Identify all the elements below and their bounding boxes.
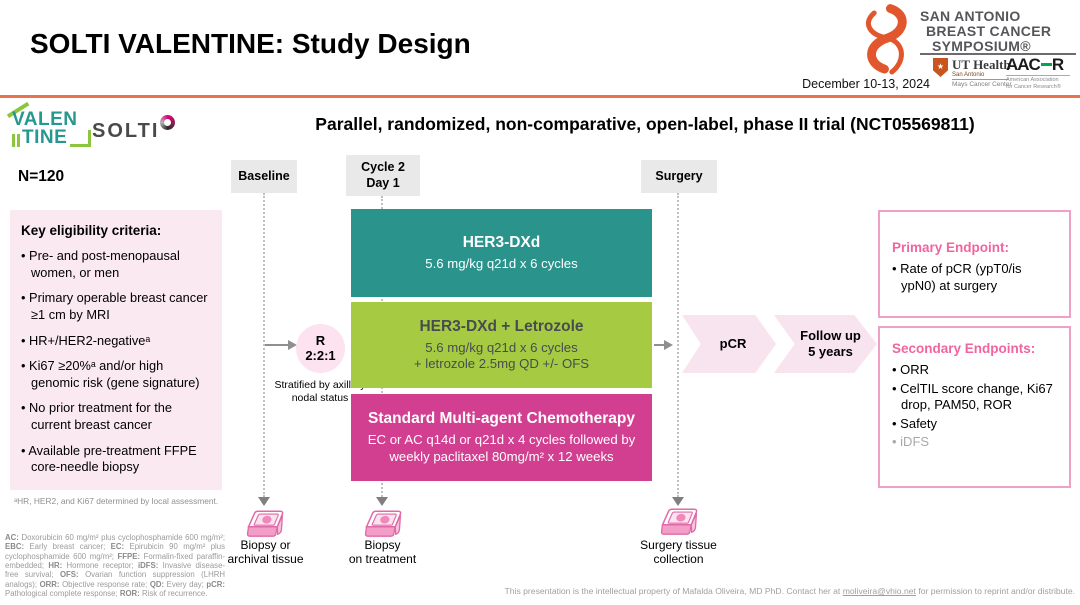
local-assessment-footnote: ᵃHR, HER2, and Ki67 determined by local …	[14, 496, 219, 506]
followup-label: Follow up 5 years	[800, 328, 861, 359]
aacr-green-bar-icon	[1040, 62, 1052, 67]
eligibility-item: Pre- and post-menopausal women, or men	[21, 248, 211, 281]
aacr-sub2: for Cancer Research®	[1006, 83, 1061, 90]
arm-chemotherapy: Standard Multi-agent Chemotherapy EC or …	[351, 394, 652, 481]
eligibility-list: Pre- and post-menopausal women, or men P…	[21, 248, 211, 476]
secondary-endpoints-box: Secondary Endpoints: ORR CelTIL score ch…	[878, 326, 1071, 488]
pcr-chevron: pCR	[682, 315, 776, 373]
abbreviations: AC: Doxorubicin 60 mg/m² plus cyclophosp…	[5, 533, 226, 599]
pcr-arrow-icon	[664, 340, 673, 350]
surgery-timeline-line	[677, 193, 679, 497]
timepoint-cycle2-day1: Cycle 2 Day 1	[346, 155, 420, 196]
randomization-r: R	[315, 332, 326, 348]
ut-health-sub1: San Antonio	[952, 71, 1008, 80]
timepoint-baseline: Baseline	[231, 160, 297, 193]
randomization-ratio: 2:2:1	[305, 347, 336, 363]
secondary-endpoints-title: Secondary Endpoints:	[892, 341, 1036, 356]
arrow-down-icon	[672, 497, 684, 506]
timepoint-surgery: Surgery	[641, 160, 717, 193]
pcr-label: pCR	[719, 336, 747, 352]
eligibility-item: Primary operable breast cancer ≥1 cm by …	[21, 290, 211, 323]
sabcs-line2: BREAST CANCER	[926, 22, 1052, 39]
eligibility-item: No prior treatment for the current breas…	[21, 400, 211, 433]
secondary-endpoints-list: ORR CelTIL score change, Ki67 drop, PAM5…	[892, 362, 1057, 451]
solti-wordmark: SOLTI	[92, 120, 160, 142]
biopsy-on-treatment-label: Biopsy on treatment	[348, 538, 417, 567]
attribution-text: for permission to reprint and/or distrib…	[915, 586, 1075, 596]
tissue-cassette-icon	[656, 505, 702, 537]
aacr-aac: AAC	[1006, 55, 1041, 74]
shield-icon: ★	[933, 58, 948, 77]
valentine-bar-icon	[17, 134, 20, 147]
primary-endpoint-title: Primary Endpoint:	[892, 240, 1010, 255]
event-date: December 10-13, 2024	[802, 77, 930, 91]
arm-title: HER3-DXd	[462, 233, 541, 251]
arm-dose: 5.6 mg/kg q21d x 6 cycles + letrozole 2.…	[413, 339, 590, 372]
valentine-bar-icon	[12, 134, 15, 147]
primary-endpoint-box: Primary Endpoint: Rate of pCR (ypT0/is y…	[878, 210, 1071, 318]
secondary-endpoint-item: iDFS	[892, 434, 1057, 451]
contact-email-link[interactable]: moliveira@vhio.net	[842, 586, 916, 596]
eligibility-item: Available pre-treatment FFPE core-needle…	[21, 443, 211, 476]
eligibility-box: Key eligibility criteria: Pre- and post-…	[10, 210, 222, 490]
stratification-note: Stratified by axillary nodal status	[274, 379, 366, 405]
arm-title: Standard Multi-agent Chemotherapy	[368, 410, 635, 427]
arm-her3-dxd-letrozole: HER3-DXd + Letrozole 5.6 mg/kg q21d x 6 …	[351, 302, 652, 388]
attribution-text: This presentation is the intellectual pr…	[504, 586, 843, 596]
valentine-bracket-icon	[70, 130, 92, 147]
arm-her3-dxd: HER3-DXd 5.6 mg/kg q21d x 6 cycles	[351, 209, 652, 297]
eligibility-item: Ki67 ≥20%ᵃ and/or high genomic risk (gen…	[21, 358, 211, 391]
ut-health-name: UT Health	[952, 57, 1011, 72]
aacr-wordmark: AAC R	[1006, 56, 1070, 73]
tissue-cassette-icon	[242, 507, 288, 539]
solti-logo: SOLTI	[92, 115, 176, 143]
arrow-down-icon	[258, 497, 270, 506]
followup-chevron: Follow up 5 years	[774, 315, 877, 373]
sabcs-logo: SAN ANTONIO BREAST CANCER SYMPOSIUM®	[920, 9, 1051, 54]
sabcs-line3: SYMPOSIUM®	[932, 37, 1031, 54]
sabcs-ribbon-icon	[865, 4, 907, 75]
valentine-tine: TINE	[22, 127, 68, 148]
solti-circle-icon	[160, 115, 176, 130]
surgery-tissue-label: Surgery tissue collection	[640, 538, 717, 567]
divider	[920, 53, 1076, 55]
biopsy-archival-label: Biopsy or archival tissue	[227, 538, 304, 567]
attribution: This presentation is the intellectual pr…	[505, 586, 1075, 596]
randomization-connector-line	[265, 344, 289, 346]
randomization-circle: R 2:2:1	[296, 324, 345, 373]
sabcs-line1: SAN ANTONIO	[920, 8, 1021, 24]
header-divider	[0, 95, 1080, 98]
arrow-down-icon	[376, 497, 388, 506]
trial-subtitle: Parallel, randomized, non-comparative, o…	[315, 114, 975, 134]
aacr-sub1: American Association	[1006, 75, 1070, 84]
ut-health-sub2: Mays Cancer Center	[952, 81, 1012, 88]
randomization-arrow-icon	[288, 340, 297, 350]
eligibility-title: Key eligibility criteria:	[21, 223, 162, 238]
valentine-logo-line1: VALEN	[12, 109, 78, 130]
sample-size: N=120	[18, 168, 65, 185]
arm-dose: 5.6 mg/kg q21d x 6 cycles	[425, 255, 578, 271]
eligibility-item: HR+/HER2-negativeᵃ	[21, 333, 211, 350]
secondary-endpoint-item: ORR	[892, 362, 1057, 379]
pcr-connector-line	[654, 344, 666, 346]
baseline-timeline-line	[263, 193, 265, 497]
secondary-endpoint-item: Safety	[892, 416, 1057, 433]
aacr-r: R	[1051, 55, 1064, 74]
tissue-cassette-icon	[360, 507, 406, 539]
primary-endpoint-item: Rate of pCR (ypT0/is ypN0) at surgery	[892, 261, 1057, 294]
secondary-endpoint-item: CelTIL score change, Ki67 drop, PAM50, R…	[892, 381, 1057, 414]
page-title: SOLTI VALENTINE: Study Design	[30, 28, 471, 59]
ut-health-logo: ★ UT Health San Antonio Mays Cancer Cent…	[933, 58, 1012, 88]
arm-dose: EC or AC q14d or q21d x 4 cycles followe…	[367, 432, 636, 464]
arm-title: HER3-DXd + Letrozole	[419, 317, 584, 335]
valentine-logo-line2: TINE	[12, 127, 92, 148]
aacr-logo: AAC R American Association for Cancer Res…	[1006, 56, 1070, 91]
